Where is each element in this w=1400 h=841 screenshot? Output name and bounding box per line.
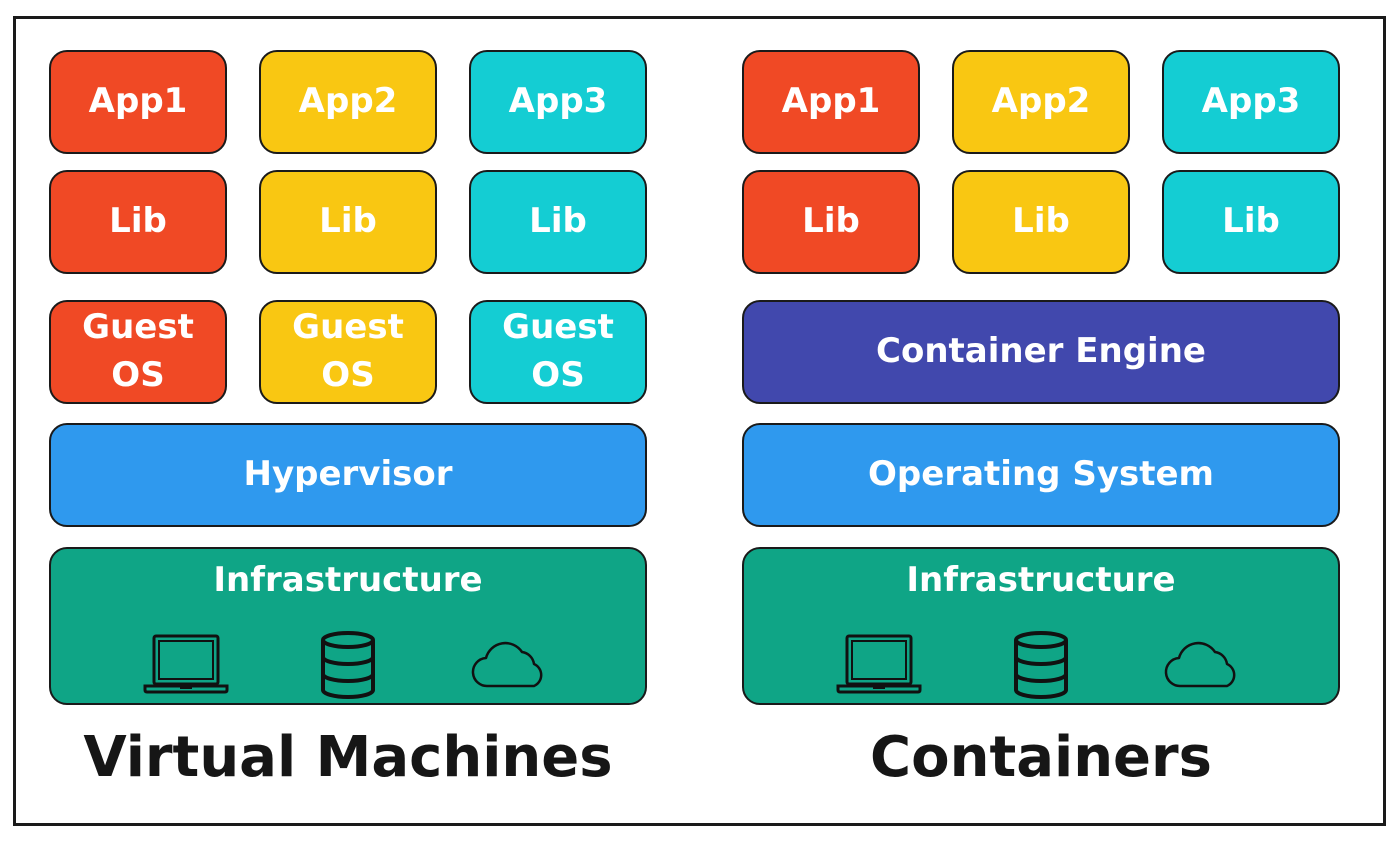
ct-database-icon [1014, 631, 1068, 699]
vm-app3-label: App3 [508, 81, 608, 122]
vm-lib2-label: Lib [319, 201, 377, 242]
ct-app3-label: App3 [1201, 81, 1301, 122]
ct-cloud-icon [1164, 641, 1236, 688]
vm-hypervisor-label: Hypervisor [243, 454, 453, 495]
vm-caption: Virtual Machines [83, 725, 613, 790]
vm-guest-os3-box: Guest OS [469, 300, 647, 404]
ct-laptop-icon [836, 634, 922, 694]
vm-guest-os2-label: Guest OS [292, 307, 404, 395]
vm-infrastructure-box: Infrastructure [49, 547, 647, 705]
vm-app2-box: App2 [259, 50, 437, 154]
vm-guest-os1-label: Guest OS [82, 307, 194, 395]
vm-guest-os3-label: Guest OS [502, 307, 614, 395]
vm-guest-os1-box: Guest OS [49, 300, 227, 404]
ct-app2-box: App2 [952, 50, 1130, 154]
vm-guest-os2-box: Guest OS [259, 300, 437, 404]
ct-lib3-box: Lib [1162, 170, 1340, 274]
vm-lib2-box: Lib [259, 170, 437, 274]
ct-lib2-label: Lib [1012, 201, 1070, 242]
ct-lib1-label: Lib [802, 201, 860, 242]
vm-database-icon [321, 631, 375, 699]
ct-infrastructure-label: Infrastructure [906, 560, 1176, 600]
ct-app2-label: App2 [991, 81, 1091, 122]
ct-operating-system-label: Operating System [868, 454, 1214, 495]
ct-caption: Containers [870, 725, 1212, 790]
vm-lib3-box: Lib [469, 170, 647, 274]
vm-app1-box: App1 [49, 50, 227, 154]
vm-hypervisor-box: Hypervisor [49, 423, 647, 527]
vm-cloud-icon [471, 641, 543, 688]
ct-infrastructure-box: Infrastructure [742, 547, 1340, 705]
vm-lib1-box: Lib [49, 170, 227, 274]
ct-app1-box: App1 [742, 50, 920, 154]
ct-container-engine-label: Container Engine [876, 331, 1206, 372]
vm-app3-box: App3 [469, 50, 647, 154]
vm-lib3-label: Lib [529, 201, 587, 242]
ct-app3-box: App3 [1162, 50, 1340, 154]
vm-app2-label: App2 [298, 81, 398, 122]
vm-app1-label: App1 [88, 81, 188, 122]
ct-container-engine-box: Container Engine [742, 300, 1340, 404]
vm-infrastructure-label: Infrastructure [213, 560, 483, 600]
ct-operating-system-box: Operating System [742, 423, 1340, 527]
ct-lib3-label: Lib [1222, 201, 1280, 242]
ct-lib2-box: Lib [952, 170, 1130, 274]
ct-app1-label: App1 [781, 81, 881, 122]
vm-lib1-label: Lib [109, 201, 167, 242]
vm-laptop-icon [143, 634, 229, 694]
ct-lib1-box: Lib [742, 170, 920, 274]
